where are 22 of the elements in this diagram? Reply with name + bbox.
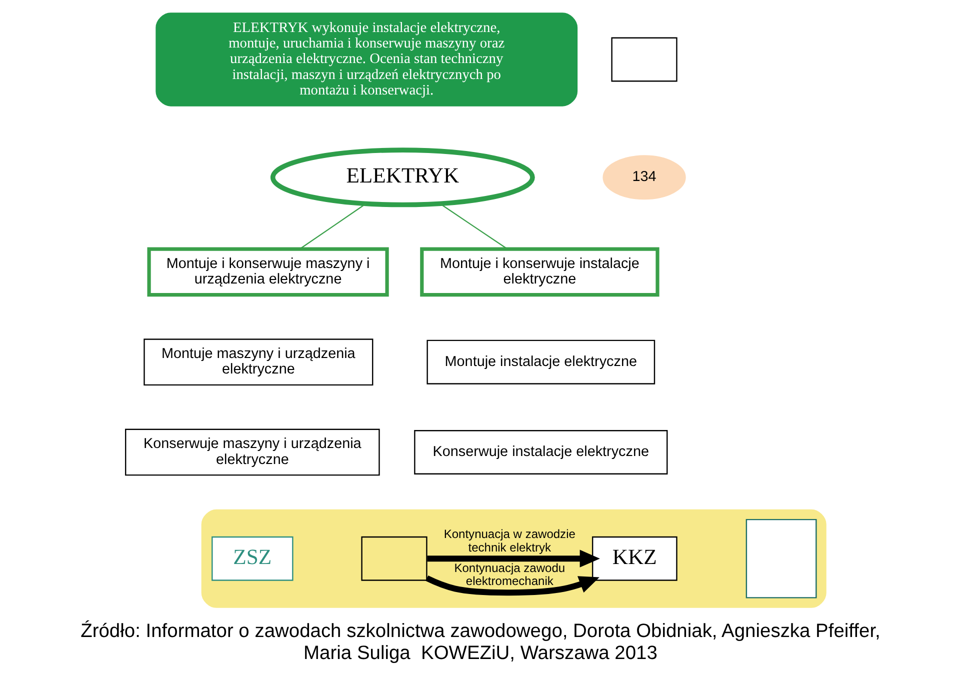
arrow <box>426 550 600 568</box>
node-box <box>610 37 677 82</box>
connector <box>299 203 366 250</box>
cluster <box>200 509 826 608</box>
node-box <box>360 536 427 581</box>
node-box: Montuje i konserwuje instalacje elektryczne <box>420 247 659 297</box>
caption: Źródło: Informator o zawodach szkolnictwa zawodowego, Dorota Obidniak, Agnieszka Pfeiffer, Maria Suliga KOWEZiU, Warszawa 2013 <box>80 621 880 664</box>
edge-label: Kontynuacja w zawodzie technik elektryk <box>443 527 575 554</box>
node-box: Montuje maszyny i urządzenia elektryczne <box>143 338 373 386</box>
node-box: Konserwuje instalacje elektryczne <box>414 430 668 474</box>
node-box: Konserwuje maszyny i urządzenia elektryczne <box>124 428 380 476</box>
node-person <box>745 518 816 598</box>
node-box: KKZ <box>591 536 677 581</box>
node-box: Montuje i konserwuje maszyny i urządzenia elektryczne <box>146 247 388 297</box>
node-box: ELEKTRYK wykonuje instalacje elektryczne, montuje, uruchamia i konserwuje maszyny oraz urządzenia elektryczne. Ocenia stan techniczny instalacji, maszyn i urządzeń elektrycznych po montażu i konserwacji. <box>155 12 578 106</box>
connector <box>438 203 508 250</box>
node-ellipse: 134 <box>602 155 686 200</box>
node-box: ZSZ <box>211 536 293 581</box>
node-ellipse: ELEKTRYK <box>270 148 534 208</box>
edge-label: Kontynuacja zawodu elektromechanik <box>454 560 565 588</box>
arrow <box>425 575 599 596</box>
node-box: Montuje instalacje elektryczne <box>426 340 655 384</box>
